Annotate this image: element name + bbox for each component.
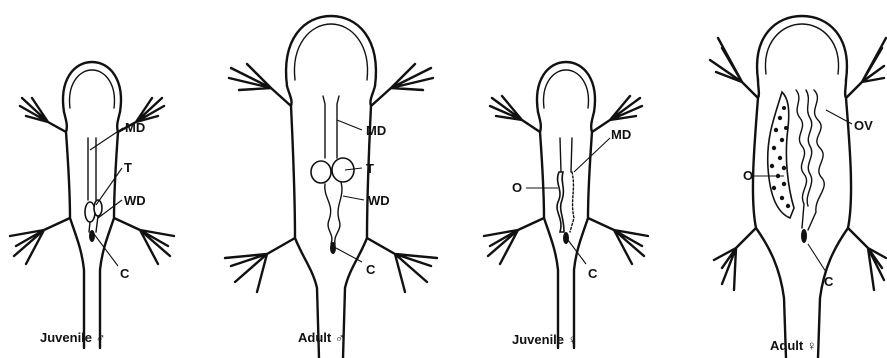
leader-md: [337, 120, 362, 130]
panel-juvenile-male: MD T WD C Juvenile ♂: [10, 62, 174, 348]
caption-juvenile-male: Juvenile ♂: [40, 330, 105, 345]
caption-adult-male: Adult ♂: [298, 330, 345, 345]
label-t: T: [124, 160, 132, 175]
leader-c: [808, 244, 826, 272]
adult-male-body: [225, 16, 437, 358]
label-c: C: [120, 266, 130, 281]
panel-adult-male: MD T WD C Adult ♂: [225, 16, 437, 358]
label-o: O: [512, 180, 522, 195]
label-c: C: [366, 262, 376, 277]
leader-c: [568, 240, 586, 264]
juvenile-male-body: [10, 62, 174, 348]
leader-wd: [343, 196, 364, 200]
panel-juvenile-female: O MD C Juvenile ♀: [484, 62, 648, 348]
label-wd: WD: [368, 193, 390, 208]
juvenile-female-body: [484, 62, 648, 348]
label-ov: OV: [854, 118, 873, 133]
label-wd: WD: [124, 193, 146, 208]
caption-juvenile-female: Juvenile ♀: [512, 332, 577, 347]
caption-adult-female: Adult ♀: [770, 338, 817, 353]
leader-t: [96, 168, 122, 205]
label-md: MD: [611, 127, 631, 142]
panel-adult-female: OV O C Adult ♀: [710, 16, 886, 358]
label-o: O: [743, 168, 753, 183]
label-t: T: [366, 161, 374, 176]
label-md: MD: [366, 123, 386, 138]
label-c: C: [824, 274, 834, 289]
label-md: MD: [125, 120, 145, 135]
label-c: C: [588, 266, 598, 281]
adult-female-body: [710, 16, 886, 358]
